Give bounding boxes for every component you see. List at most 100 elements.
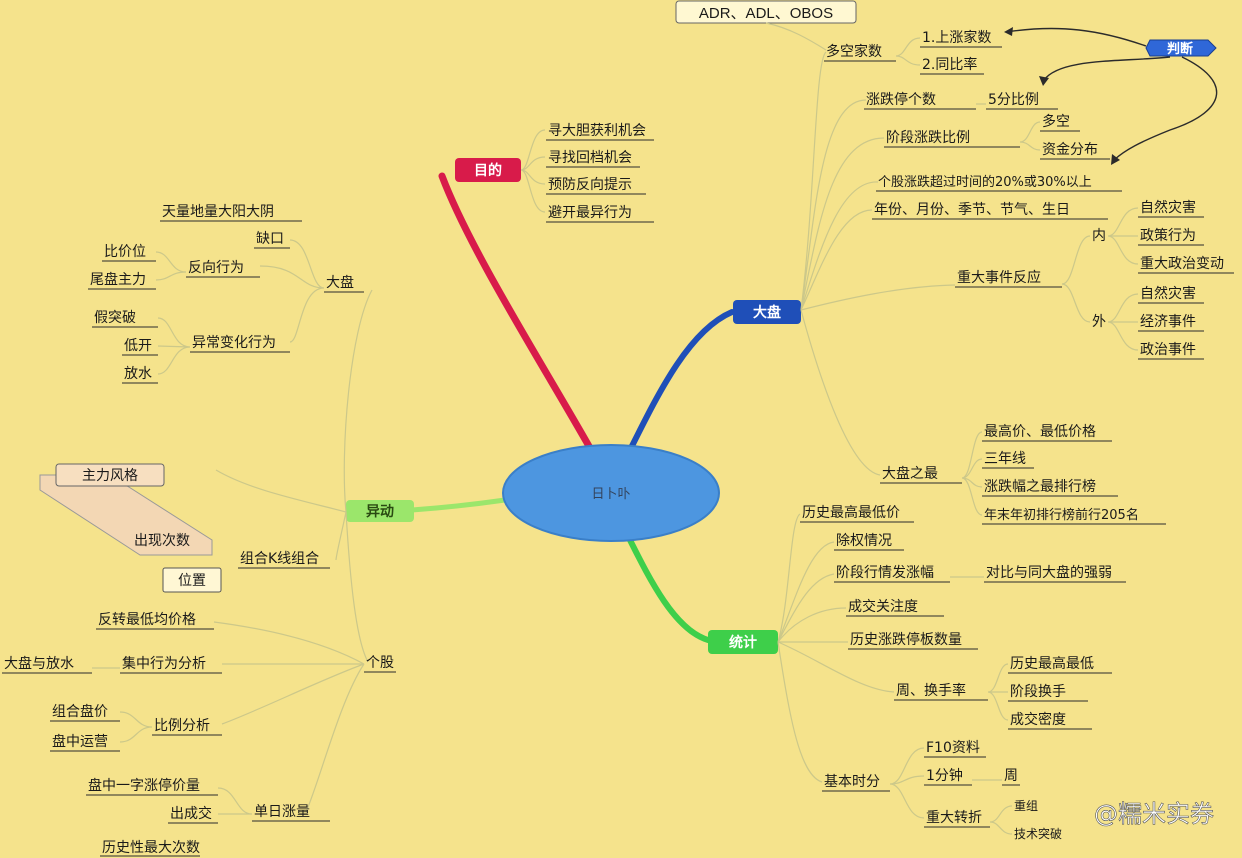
domestic-item: 政策行为 xyxy=(1140,227,1196,244)
foreign-item: 自然灾害 xyxy=(1140,285,1196,302)
reverse-label: 反向行为 xyxy=(188,260,244,276)
stats-item: 历史涨跌停板数量 xyxy=(850,631,962,648)
basic-big-connector xyxy=(989,805,1013,835)
adr-connector xyxy=(765,22,827,51)
style-sub: 出现次数 xyxy=(134,533,190,549)
foreign-label: 外 xyxy=(1092,314,1106,330)
anomaly-node[interactable] xyxy=(346,500,414,522)
foreign-connector xyxy=(1107,293,1139,351)
basic-big-item: 技术突破 xyxy=(1014,826,1062,841)
flag-arrow xyxy=(1043,56,1171,81)
anomaly-market-connectors xyxy=(259,239,325,343)
purpose-node[interactable] xyxy=(455,158,521,182)
center-label: 日卜卟 xyxy=(591,487,630,502)
advancing-label: 涨跌停个数 xyxy=(866,91,936,108)
breadth-item: 1.上涨家数 xyxy=(922,29,991,46)
basic-item: F10资料 xyxy=(926,740,980,756)
anomaly-stock-label: 个股 xyxy=(366,655,394,671)
stats-item: 阶段行情发涨幅 xyxy=(836,565,934,581)
anomaly-market-label: 大盘 xyxy=(326,274,354,291)
branch-line-stats xyxy=(627,537,711,643)
domestic-item: 自然灾害 xyxy=(1140,199,1196,216)
daily-item: 盘中一字涨停价量 xyxy=(88,777,200,794)
ratio-item: 多空 xyxy=(1042,113,1070,130)
stats-connectors xyxy=(777,513,895,783)
stats-label: 统计 xyxy=(729,634,757,651)
flag-node[interactable] xyxy=(1145,39,1217,57)
purpose-item: 避开最异行为 xyxy=(548,205,632,221)
flag-arrow xyxy=(1005,27,1147,47)
watermark: @糯米实券 xyxy=(1094,800,1214,828)
purpose-items: 寻大胆获利机会 寻找回档机会 预防反向提示 避开最异行为 xyxy=(546,123,654,223)
daily-connector xyxy=(217,787,253,815)
basic-connector xyxy=(889,747,925,819)
purpose-label: 目的 xyxy=(474,162,502,179)
reverse-price: 反转最低均价格 xyxy=(98,612,196,628)
branch-line-market xyxy=(629,309,735,449)
abnormal-label: 异常变化行为 xyxy=(192,335,276,351)
stats-compare: 对比与同大盘的强弱 xyxy=(986,564,1112,581)
gap-label: 缺口 xyxy=(256,231,284,247)
purpose-item: 寻找回档机会 xyxy=(548,150,632,166)
purpose-item: 预防反向提示 xyxy=(548,177,632,193)
position-label: 位置 xyxy=(178,573,206,589)
basic-sub: 周 xyxy=(1004,768,1018,784)
advancing-value: 5分比例 xyxy=(988,92,1039,108)
abnormal-item: 放水 xyxy=(124,366,152,382)
domestic-connector xyxy=(1107,207,1139,265)
concentration-label: 集中行为分析 xyxy=(122,655,206,672)
foreign-item: 经济事件 xyxy=(1140,314,1196,330)
basic-label: 基本时分 xyxy=(824,773,880,790)
branch-line-purpose xyxy=(438,172,594,452)
turnover-item: 历史最高最低 xyxy=(1010,655,1094,672)
stats-item: 历史最高最低价 xyxy=(802,504,900,521)
flag-label: 判断 xyxy=(1167,41,1193,57)
market-connectors xyxy=(800,51,956,476)
reverse-connector xyxy=(155,251,187,281)
extreme-label: 个股涨跌超过时间的20%或30%以上 xyxy=(878,174,1092,190)
style-label: 主力风格 xyxy=(82,468,138,484)
split-label: 比例分析 xyxy=(154,718,210,734)
foreign-item: 政治事件 xyxy=(1140,342,1196,358)
domestic-item: 重大政治变动 xyxy=(1140,256,1224,272)
top-item: 最高价、最低价格 xyxy=(984,423,1096,440)
turnover-item: 成交密度 xyxy=(1010,711,1066,728)
market-label: 大盘 xyxy=(753,304,781,321)
anomaly-stock-connectors xyxy=(213,621,365,813)
adr-label: ADR、ADL、OBOS xyxy=(699,5,833,22)
daily-item: 出成交 xyxy=(170,805,212,822)
split-item: 组合盘价 xyxy=(52,703,108,720)
ratio-label: 阶段涨跌比例 xyxy=(886,130,970,146)
daily-label: 单日涨量 xyxy=(254,804,310,820)
top-connector xyxy=(961,431,983,516)
market-node[interactable] xyxy=(733,300,801,324)
turnover-label: 周、换手率 xyxy=(896,682,966,699)
purpose-item: 寻大胆获利机会 xyxy=(548,123,646,139)
top-item: 涨跌幅之最排行榜 xyxy=(984,478,1096,495)
position-box[interactable] xyxy=(162,567,222,593)
stats-node[interactable] xyxy=(708,630,778,654)
history-label: 历史性最大次数 xyxy=(102,840,200,856)
center-node[interactable] xyxy=(502,444,720,542)
events-label: 重大事件反应 xyxy=(957,269,1041,286)
concentration-item: 大盘与放水 xyxy=(4,655,74,672)
branch-line-anomaly xyxy=(409,497,508,513)
turnover-connector xyxy=(987,663,1009,721)
events-connector xyxy=(1061,235,1091,323)
domestic-label: 内 xyxy=(1092,228,1106,244)
stats-item: 除权情况 xyxy=(836,533,892,549)
reverse-item: 尾盘主力 xyxy=(90,271,146,288)
top-item: 三年线 xyxy=(984,451,1026,467)
abnormal-item: 假突破 xyxy=(94,310,136,326)
split-connector xyxy=(119,711,153,743)
gap-detail: 天量地量大阳大阴 xyxy=(162,204,274,220)
flag-arrow xyxy=(1113,56,1218,161)
top-item: 年末年初排行榜前行205名 xyxy=(984,507,1139,523)
basic-big: 重大转折 xyxy=(926,810,982,826)
basic-item: 1分钟 xyxy=(926,767,963,784)
style-box[interactable] xyxy=(55,463,165,487)
breadth-item: 2.同比率 xyxy=(922,56,977,73)
top-label: 大盘之最 xyxy=(882,465,938,482)
anomaly-connectors xyxy=(215,289,373,663)
